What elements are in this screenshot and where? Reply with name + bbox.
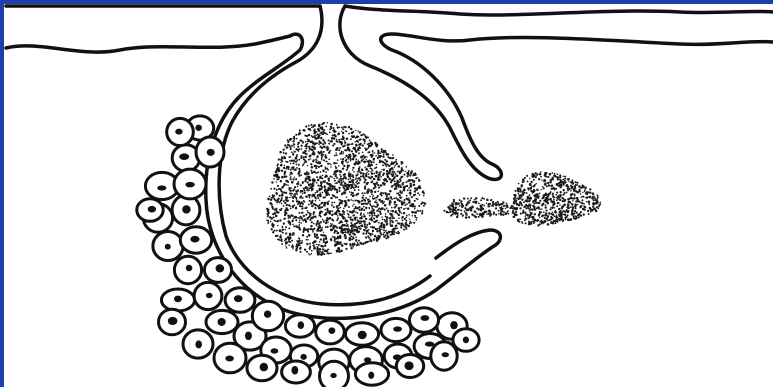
epithelial-cell xyxy=(206,310,238,333)
epithelial-cell xyxy=(153,232,183,261)
secretion-stipple xyxy=(266,122,601,256)
epithelial-cell xyxy=(174,169,206,199)
upper-membrane xyxy=(6,6,773,52)
epithelial-cell xyxy=(453,329,479,352)
secretion-neck xyxy=(443,197,518,219)
epithelial-cell xyxy=(285,315,314,337)
epithelial-cell xyxy=(316,320,345,344)
secretion-main-mass xyxy=(266,122,426,256)
membrane-lower-line-left xyxy=(6,36,290,52)
epithelial-cell xyxy=(161,289,194,311)
membrane-top-line-right xyxy=(345,6,773,15)
epithelial-cell xyxy=(345,323,378,346)
epithelial-cell xyxy=(225,288,255,313)
epithelial-cell xyxy=(381,318,411,341)
epithelial-cell xyxy=(396,355,423,378)
epithelial-cell xyxy=(159,309,186,335)
secretion-outlet-mass xyxy=(509,171,601,226)
epithelial-cell xyxy=(320,361,349,387)
epithelial-cell xyxy=(183,330,213,358)
epithelial-cell xyxy=(247,355,277,381)
epithelial-cell xyxy=(180,227,211,253)
epithelial-cell xyxy=(282,361,311,383)
epithelial-cell xyxy=(214,343,246,373)
epithelial-cell xyxy=(204,258,231,283)
epithelial-cell xyxy=(252,301,283,331)
epithelial-cell xyxy=(167,118,194,145)
left-frame-edge xyxy=(0,0,4,387)
epithelial-cell xyxy=(409,308,438,333)
epithelial-cell xyxy=(355,363,388,385)
epithelial-cell xyxy=(174,256,201,283)
pouch-right-flap xyxy=(340,6,773,179)
epithelial-cell xyxy=(196,137,224,167)
top-frame-edge xyxy=(0,0,773,4)
epithelial-cell xyxy=(137,199,163,222)
epithelial-cell xyxy=(194,282,222,309)
